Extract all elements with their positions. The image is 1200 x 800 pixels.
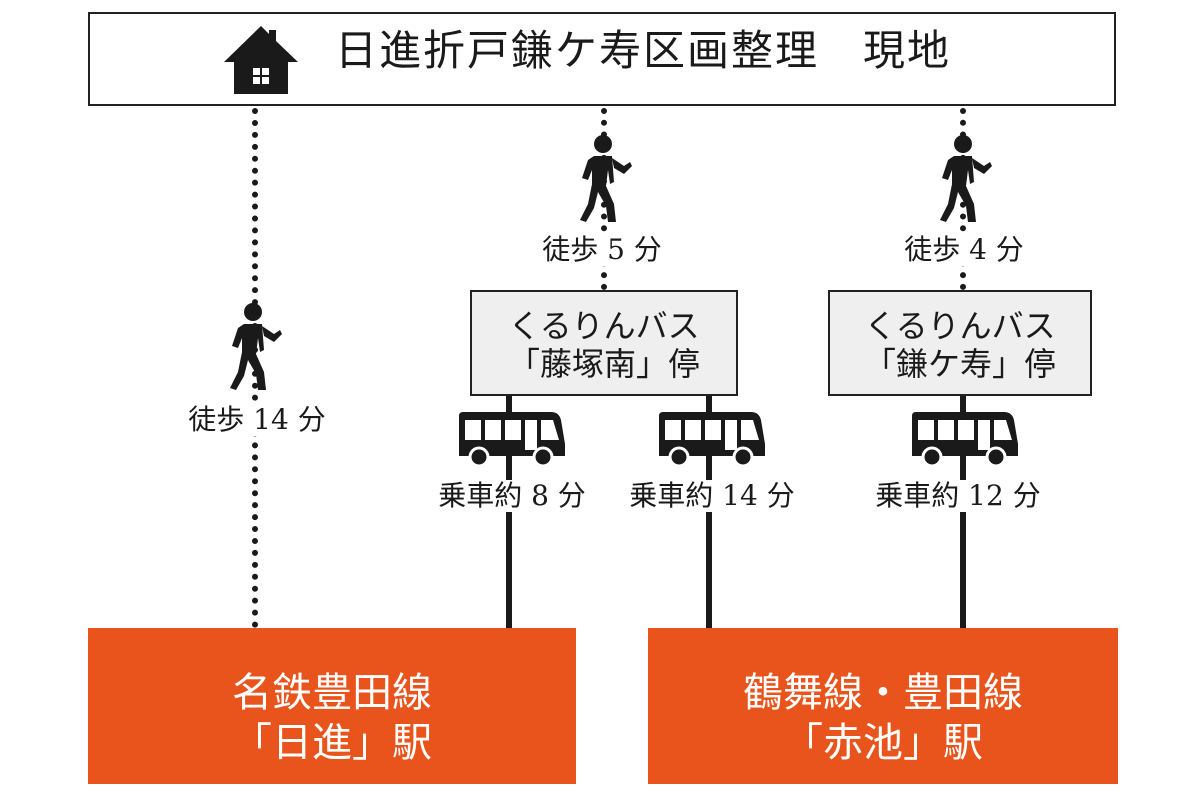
bus-icon	[459, 412, 565, 468]
house-icon	[224, 26, 298, 94]
bus-stop-name: 「藤塚南」停	[507, 344, 700, 383]
bus-stop-line1: くるりんバス	[864, 307, 1056, 345]
station-line-name: 名鉄豊田線	[232, 670, 432, 716]
walking-person-icon	[580, 135, 632, 222]
bus-stop-fujitsukaminami: くるりんバス 「藤塚南」停	[470, 290, 738, 396]
bus-line-c	[960, 396, 966, 628]
bus-time-c: 乗車約 12 分	[858, 480, 1058, 512]
bus-line-b	[706, 396, 712, 628]
station-name: 「赤池」駅	[783, 720, 983, 766]
bus-icon	[659, 412, 765, 468]
station-akaike: 鶴舞線・豊田線 「赤池」駅	[648, 628, 1118, 784]
walking-person-icon	[230, 303, 282, 390]
bus-stop-name: 「鎌ケ寿」停	[863, 344, 1056, 383]
bus-icon	[912, 412, 1018, 468]
bus-time-a: 乗車約 8 分	[420, 480, 604, 512]
bus-stop-kamagasu: くるりんバス 「鎌ケ寿」停	[828, 290, 1092, 396]
station-line-name: 鶴舞線・豊田線	[743, 670, 1023, 716]
bus-line-a	[506, 396, 512, 628]
station-nisshin: 名鉄豊田線 「日進」駅	[88, 628, 576, 784]
bus-time-b: 乗車約 14 分	[612, 480, 812, 512]
walking-person-icon	[940, 135, 992, 222]
bus-stop-line1: くるりんバス	[508, 307, 700, 345]
walk-time-right: 徒歩 4 分	[892, 234, 1036, 266]
site-title: 日進折戸鎌ケ寿区画整理 現地	[335, 26, 952, 75]
station-name: 「日進」駅	[232, 720, 432, 766]
walk-time-direct: 徒歩 14 分	[180, 404, 334, 436]
walk-time-mid: 徒歩 5 分	[530, 234, 674, 266]
